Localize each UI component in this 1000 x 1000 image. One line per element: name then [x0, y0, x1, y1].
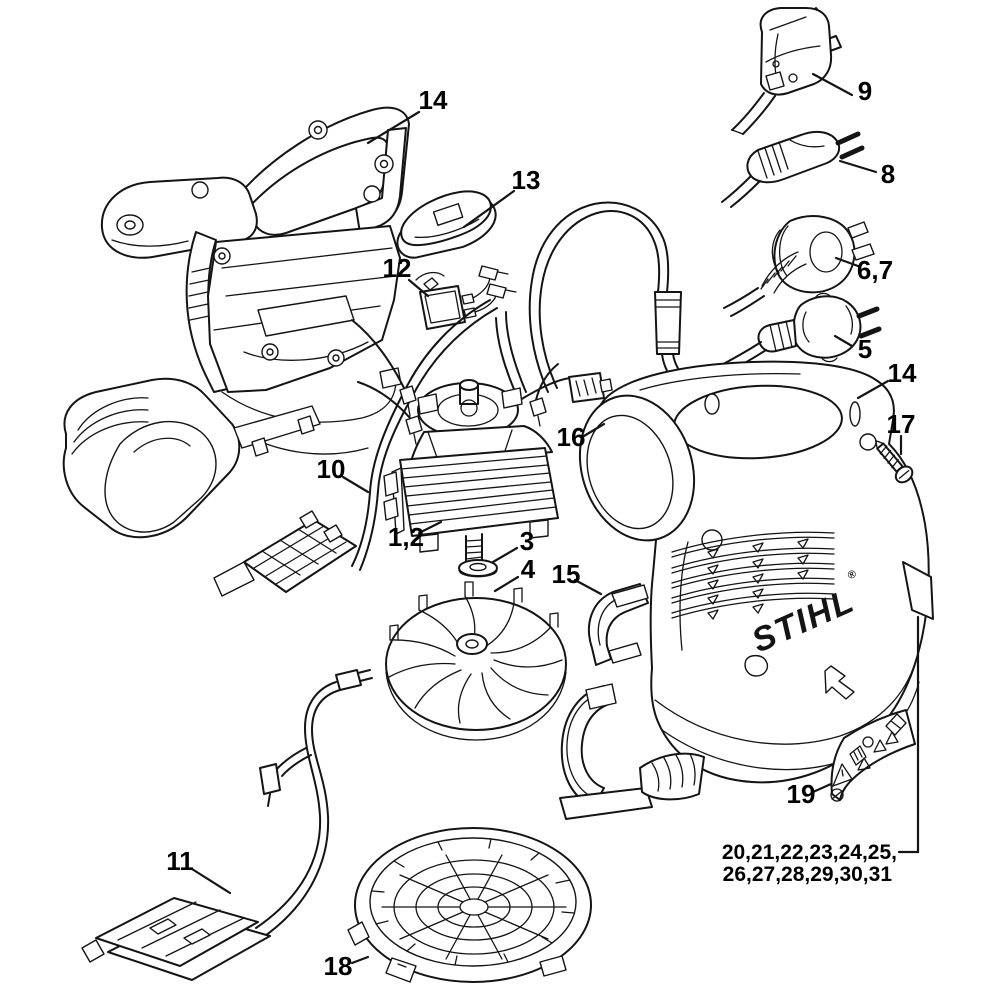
callout-screw: 17	[887, 409, 916, 439]
part-micro-switch	[415, 265, 517, 330]
callout-plug-flat: 8	[881, 159, 895, 189]
callout-connecting-cable: 11	[166, 846, 194, 876]
part-washer	[458, 559, 498, 578]
part-electric-motor	[351, 319, 613, 568]
part-wiring-loom	[351, 299, 498, 571]
part-handle-housing-left	[62, 106, 410, 539]
callout-washer: 3	[520, 526, 534, 556]
leader-lines	[190, 72, 920, 965]
callout-electric-motor: 1,2	[388, 522, 424, 552]
callout-wire-clip: 16	[557, 422, 586, 452]
callout-intake-guard: 18	[324, 951, 353, 981]
callout-fan-wheel: 4	[521, 554, 536, 584]
direction-arrow-icon	[824, 665, 855, 700]
part-switch-bracket	[213, 510, 357, 597]
callout-handle-housing-left: 14	[419, 85, 448, 115]
part-outlet-collar	[559, 683, 705, 820]
part-connecting-cable	[81, 669, 373, 981]
callout-switch-lever: 13	[512, 165, 541, 195]
callout-deflector: 15	[552, 559, 581, 589]
part-plug-flat-two-pin	[721, 130, 865, 208]
callout-warning-label: 19	[787, 779, 816, 809]
callout-blower-housing-right: 14	[888, 358, 917, 388]
callout-labels: 14 13 12 9 8 6,7 5 16 10 1,2 3 4 15 14 1…	[166, 76, 917, 981]
part-fan-wheel	[385, 581, 567, 741]
label-set-bracket	[897, 615, 920, 854]
part-label-sticker	[902, 561, 934, 620]
part-deflector	[588, 583, 649, 666]
part-warning-label	[830, 709, 916, 802]
callout-plug-schuko: 5	[858, 334, 872, 364]
part-switch-lever	[396, 190, 497, 259]
callout-label-set-line-1: 20,21,22,23,24,25,	[722, 841, 897, 864]
callout-plug-round: 6,7	[857, 255, 893, 285]
part-screw	[875, 440, 914, 484]
power-cord-and-grommet	[495, 201, 696, 395]
callout-micro-switch: 12	[383, 253, 412, 283]
part-blower-housing-right: STIHL ®	[578, 360, 930, 784]
part-plug-uk	[731, 7, 842, 135]
callout-label-set-line-2: 26,27,28,29,30,31	[723, 863, 893, 886]
callout-wiring-loom: 10	[317, 454, 346, 484]
callout-plug-uk: 9	[858, 76, 872, 106]
part-intake-guard	[347, 827, 592, 983]
part-plug-round-threaded	[723, 215, 875, 317]
